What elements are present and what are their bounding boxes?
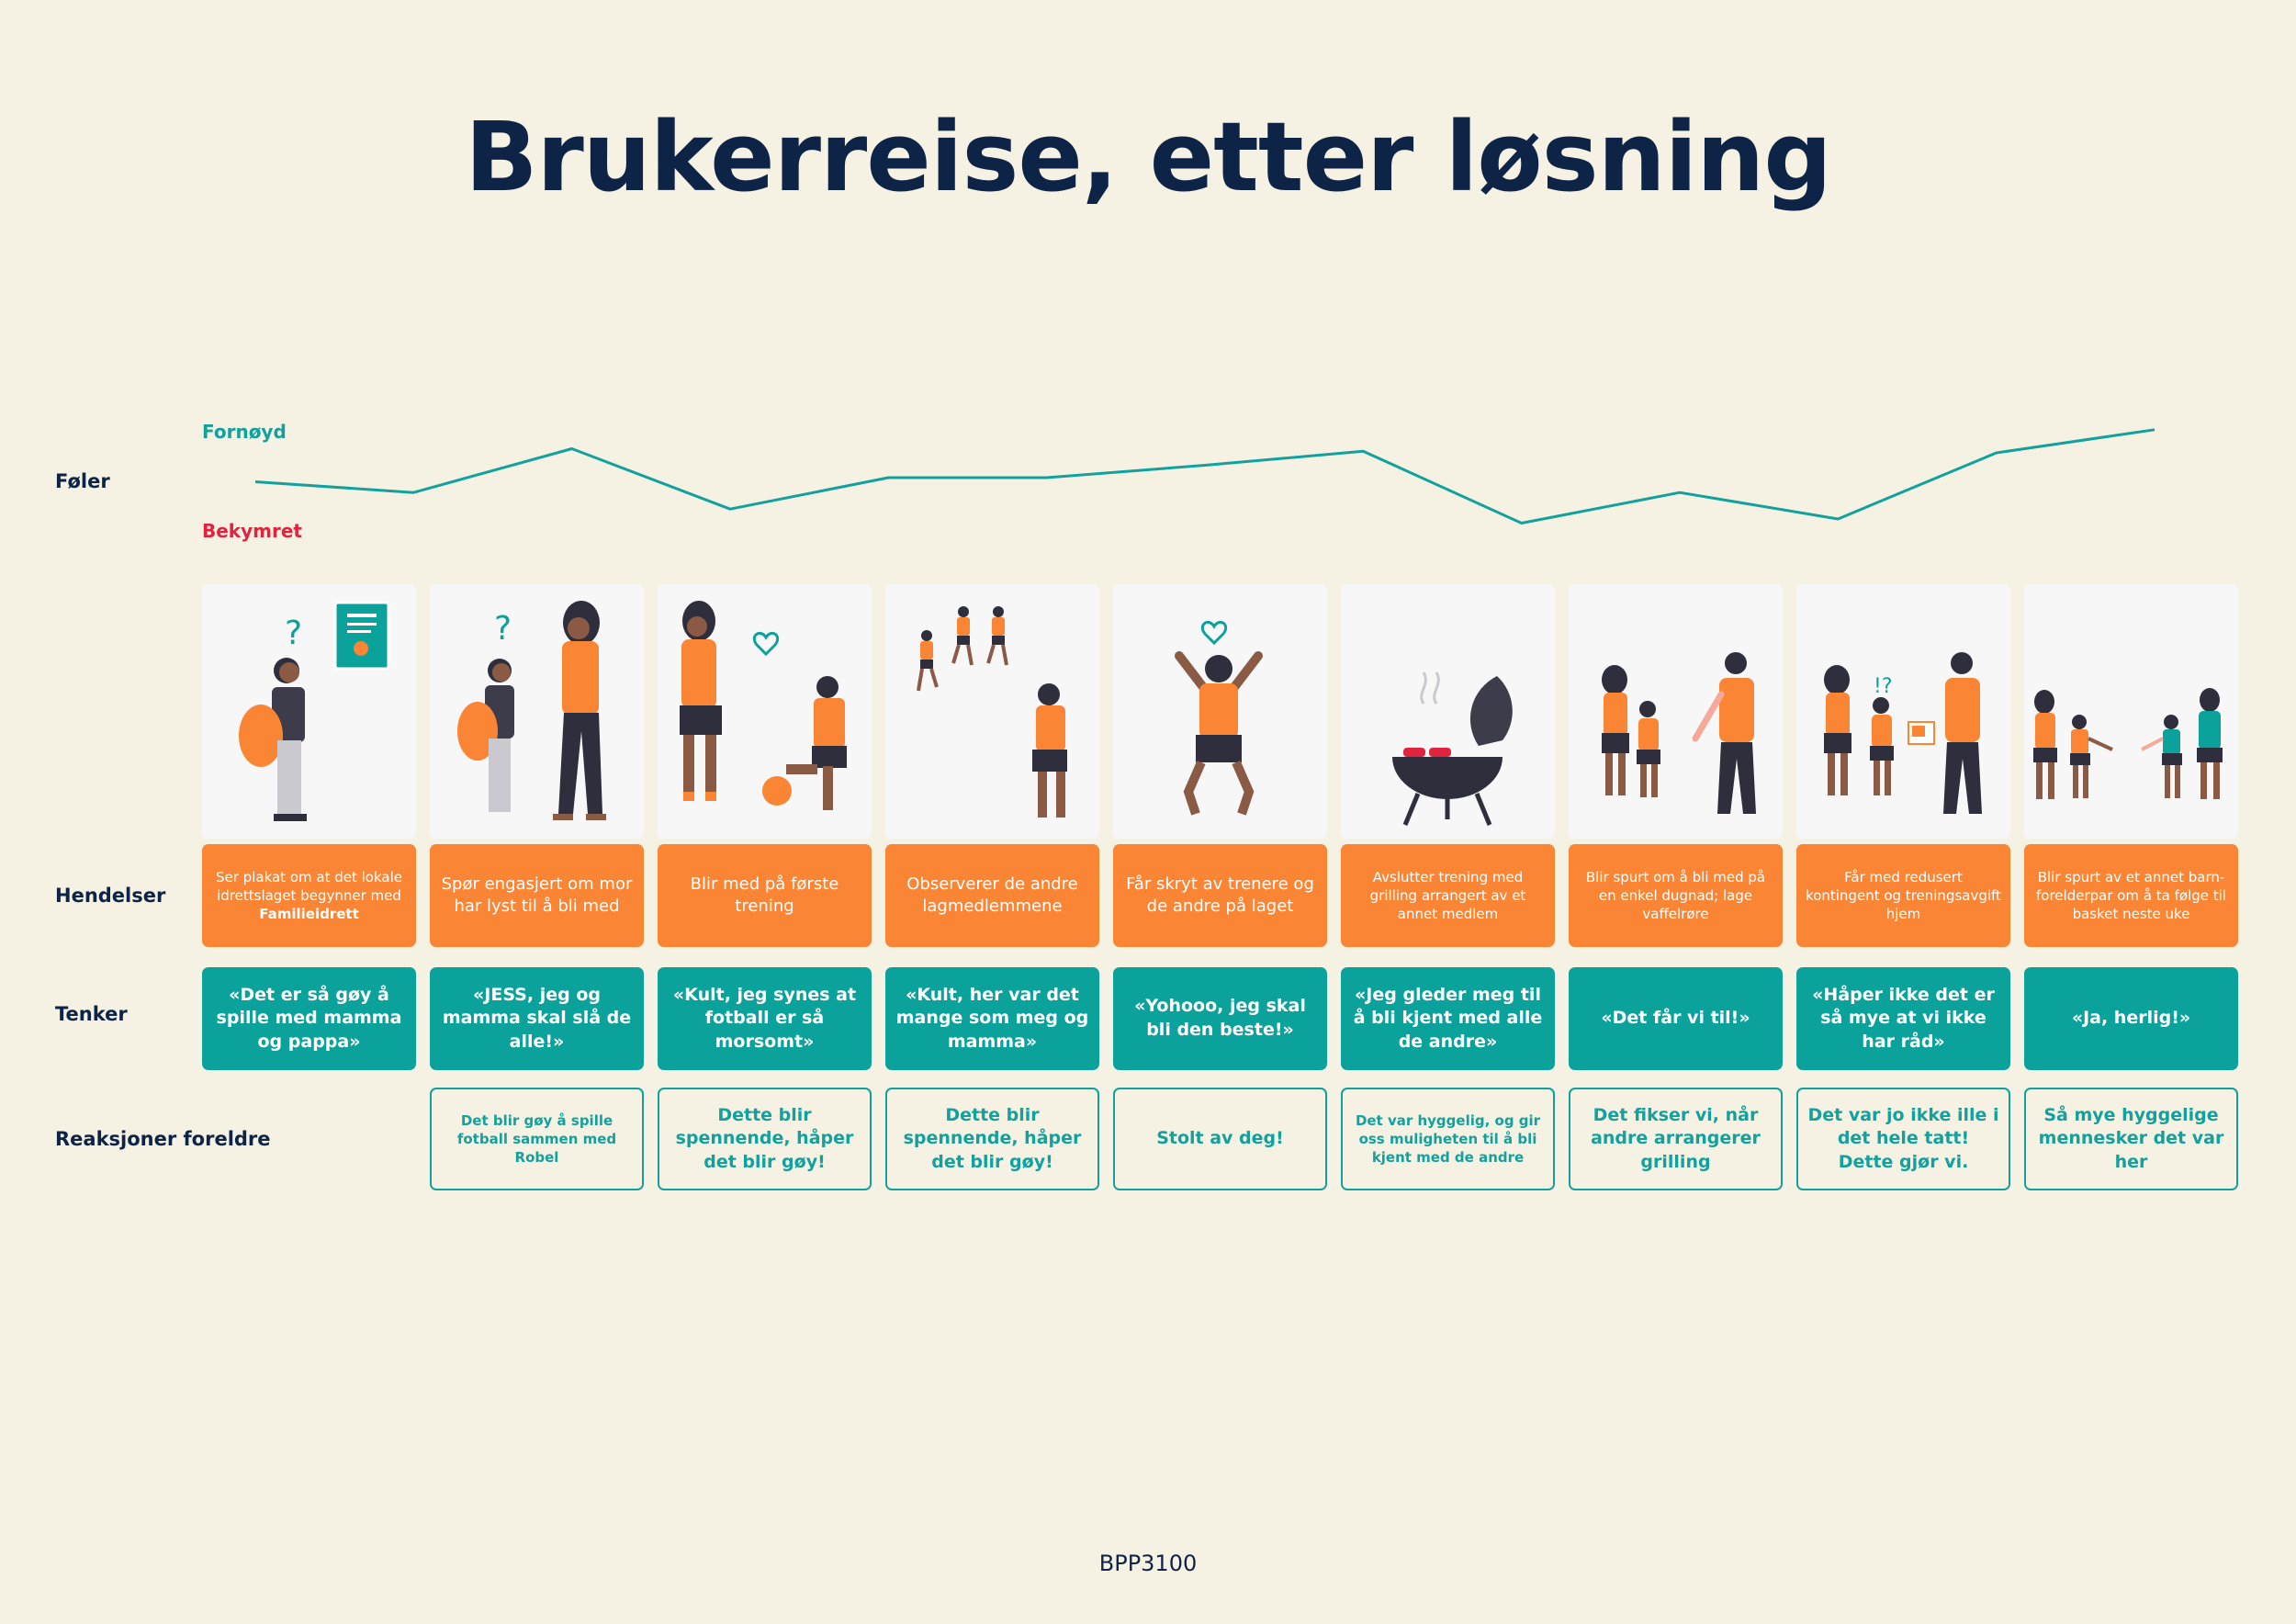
mood-high-label: Fornøyd [202,421,287,443]
svg-text:?: ? [285,615,302,652]
think-card: «Kult, jeg synes at fotball er så morsom… [658,967,872,1070]
footer-code: BPP3100 [1098,1551,1198,1576]
reaction-card: Stolt av deg! [1113,1088,1327,1190]
think-card: «Jeg gleder meg til å bli kjent med alle… [1341,967,1555,1070]
page-title: Brukerreise, etter løsning [465,101,1832,213]
reaction-card: Det fikser vi, når andre arrangerer gril… [1569,1088,1783,1190]
reaction-card: Dette blir spennende, håper det blir gøy… [658,1088,872,1190]
think-card: «Det får vi til!» [1569,967,1783,1070]
child-looking-at-poster-icon: ? [202,584,416,839]
reaction-card: Så mye hyggelige mennesker det var her [2024,1088,2238,1190]
event-card: Spør engasjert om mor har lyst til å bli… [430,844,644,947]
reaction-card: Det blir gøy å spille fotball sammen med… [430,1088,644,1190]
row-label-feeling: Føler [55,470,110,492]
think-card: «Det er så gøy å spille med mamma og pap… [202,967,416,1070]
event-card: Får skryt av trenere og de andre på lage… [1113,844,1327,947]
mood-line [254,428,2155,524]
reaction-card: Det var hyggelig, og gir oss muligheten … [1341,1088,1555,1190]
basketball-invite-icon [2024,584,2238,839]
reduced-fee-icon: !? [1796,584,2010,839]
think-card: «JESS, jeg og mamma skal slå de alle!» [430,967,644,1070]
event-card: Avslutter trening med grilling arrangert… [1341,844,1555,947]
reaction-card: Det var jo ikke ille i det hele tatt! De… [1796,1088,2010,1190]
child-asking-mother-icon: ? [430,584,644,839]
event-card: Ser plakat om at det lokale idrettslaget… [202,844,416,947]
think-card: «Ja, herlig!» [2024,967,2238,1070]
row-label-events: Hendelser [55,885,166,907]
svg-text:?: ? [494,610,512,648]
think-card: «Yohooo, jeg skal bli den beste!» [1113,967,1327,1070]
row-label-thinks: Tenker [55,1003,128,1025]
mood-chart [254,428,2155,524]
event-card: Blir spurt av et annet barn-forelderpar … [2024,844,2238,947]
first-training-icon [658,584,872,839]
grill-icon [1341,584,1555,839]
think-card: «Håper ikke det er så mye at vi ikke har… [1796,967,2010,1070]
event-card: Blir med på første trening [658,844,872,947]
think-card: «Kult, her var det mange som meg og mamm… [885,967,1099,1070]
event-text: Ser plakat om at det lokale idrettslaget… [216,868,402,904]
svg-text:!?: !? [1874,675,1893,698]
event-card: Blir spurt om å bli med på en enkel dugn… [1569,844,1783,947]
event-text-bold: Familieidrett [259,906,359,923]
reaction-card: Dette blir spennende, håper det blir gøy… [885,1088,1099,1190]
event-card: Får med redusert kontingent og treningsa… [1796,844,2010,947]
row-label-reactions: Reaksjoner foreldre [55,1128,271,1150]
volunteer-invite-icon [1569,584,1783,839]
cheering-player-icon [1113,584,1327,839]
observing-team-icon [885,584,1099,839]
event-card: Observerer de andre lagmedlemmene [885,844,1099,947]
mood-low-label: Bekymret [202,520,302,542]
